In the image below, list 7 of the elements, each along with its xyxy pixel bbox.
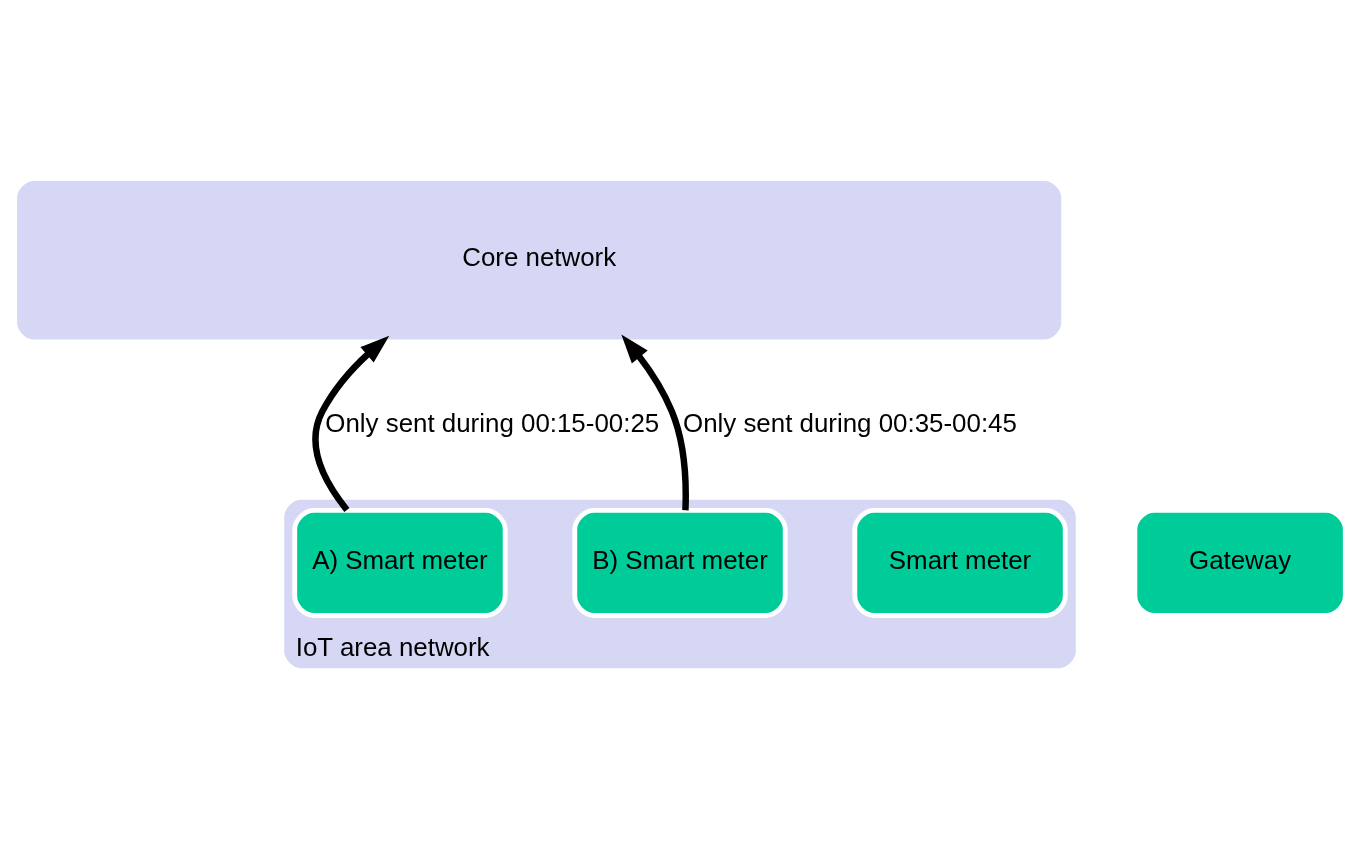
arrow bbox=[312, 335, 390, 512]
edge-label: Only sent during 00:35-00:45 bbox=[683, 409, 1017, 438]
node-box: A) Smart meter bbox=[292, 507, 508, 618]
node-box: B) Smart meter bbox=[572, 507, 788, 618]
arrow bbox=[621, 334, 689, 511]
node-box: Smart meter bbox=[852, 507, 1068, 618]
edge-label: Only sent during 00:15-00:25 bbox=[325, 409, 660, 438]
